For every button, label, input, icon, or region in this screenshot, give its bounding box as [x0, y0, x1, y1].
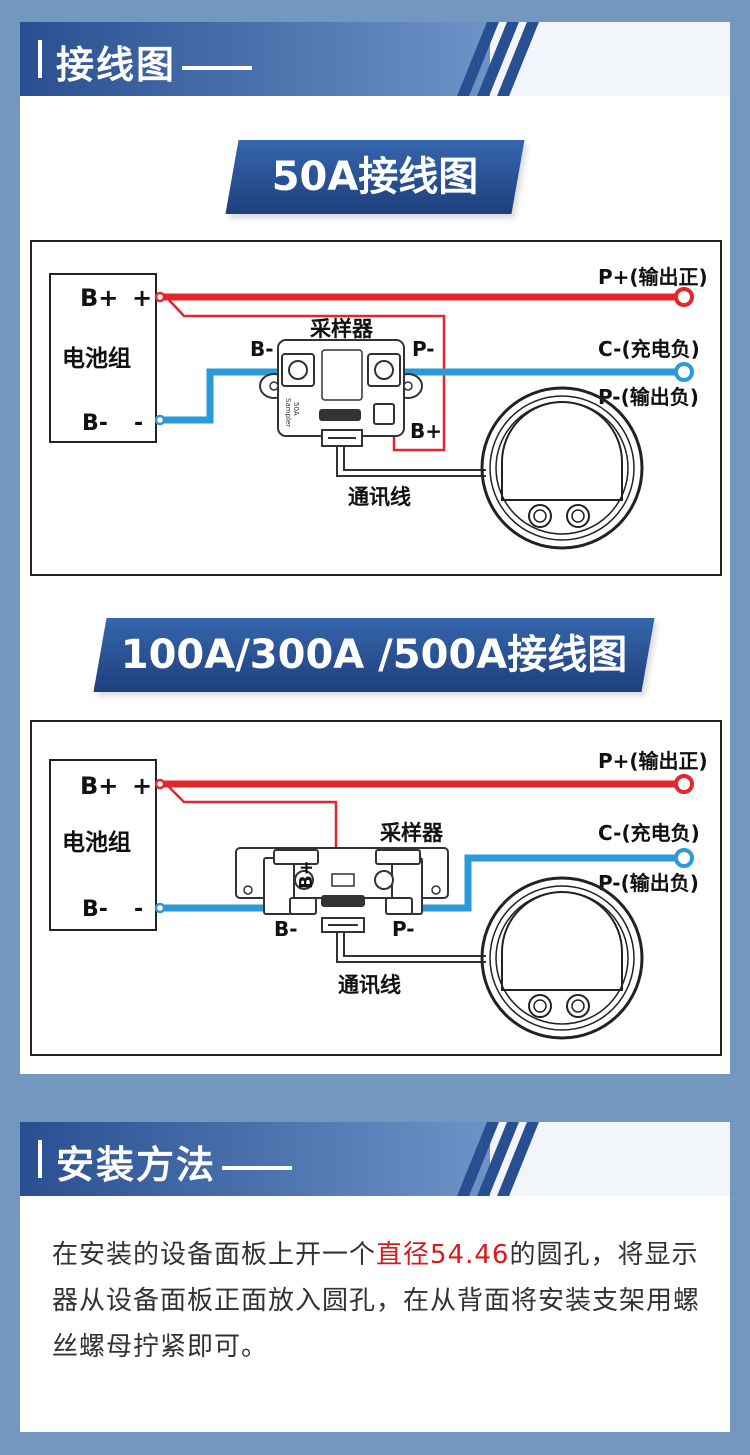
bminus-sign: -	[134, 411, 143, 436]
terminal-pminus-label: P-	[412, 337, 435, 361]
sampler-label: 采样器	[380, 821, 444, 845]
positive-wire	[160, 780, 682, 878]
output-pminus-label: P-(输出负)	[598, 385, 699, 409]
bminus-sign: -	[134, 897, 143, 922]
install-text-after: 的圆孔，将显示器从设备面板正面放入圆孔，在从背面将安装支架用螺丝螺母拧紧即可。	[52, 1240, 701, 1362]
section-title: 安装方法	[56, 1143, 217, 1187]
output-pplus-label: P+(输出正)	[598, 265, 708, 289]
positive-wire	[160, 293, 682, 452]
device-print-sampler: Sampler	[284, 398, 292, 427]
output-cminus-label: C-(充电负)	[598, 337, 700, 361]
bplus-sign: +	[132, 284, 152, 312]
section-header-wiring: 接线图	[20, 22, 730, 96]
sampler-label: 采样器	[310, 317, 374, 341]
pminus-terminal-icon	[674, 848, 694, 868]
meter-display-icon	[480, 386, 644, 550]
wiring-diagram-50a: 电池组 B+ + B- -	[30, 240, 722, 576]
bplus-label: B+	[80, 284, 118, 312]
output-pminus-label: P-(输出负)	[598, 871, 699, 895]
bminus-label: B-	[82, 897, 108, 922]
comm-line-label: 通讯线	[338, 973, 401, 997]
terminal-pminus-label: P-	[392, 917, 415, 941]
terminal-bplus-label: B+	[296, 860, 317, 889]
output-cminus-label: C-(充电负)	[598, 821, 700, 845]
install-highlight: 直径54.46	[376, 1240, 510, 1270]
bminus-label: B-	[82, 411, 108, 436]
section-title: 接线图	[56, 43, 177, 87]
terminal-bminus-label: B-	[274, 917, 298, 941]
banner-100a: 100A/300A /500A接线图	[93, 618, 655, 692]
comm-line-label: 通讯线	[348, 485, 411, 509]
pplus-terminal-icon	[674, 774, 694, 794]
terminal-bminus-label: B-	[250, 337, 274, 361]
wiring-diagram-100a: 电池组 B+ + B- -	[30, 720, 722, 1056]
banner-50a-text: 50A接线图	[271, 154, 479, 200]
negative-wire	[160, 368, 682, 424]
banner-100a-text: 100A/300A /500A接线图	[120, 632, 628, 678]
comm-wire	[336, 932, 486, 963]
pplus-terminal-icon	[674, 287, 694, 307]
battery-label: 电池组	[62, 345, 131, 372]
comm-wire	[336, 446, 486, 477]
install-panel	[20, 1196, 730, 1432]
bplus-label: B+	[80, 772, 118, 800]
terminal-bplus-label: B+	[410, 419, 442, 443]
device-print-50a: 50A	[292, 402, 300, 416]
install-text-before: 在安装的设备面板上开一个	[52, 1240, 377, 1270]
sampler-device	[235, 847, 449, 915]
battery-box	[49, 759, 157, 931]
banner-50a: 50A接线图	[225, 140, 525, 214]
battery-box	[49, 273, 157, 443]
section-header-install: 安装方法	[20, 1122, 730, 1196]
bplus-sign: +	[132, 772, 152, 800]
output-pplus-label: P+(输出正)	[598, 749, 708, 773]
install-description: 在安装的设备面板上开一个直径54.46的圆孔，将显示器从设备面板正面放入圆孔，在…	[52, 1232, 712, 1370]
battery-label: 电池组	[62, 829, 131, 856]
meter-display-icon	[480, 876, 644, 1040]
pminus-terminal-icon	[674, 362, 694, 382]
